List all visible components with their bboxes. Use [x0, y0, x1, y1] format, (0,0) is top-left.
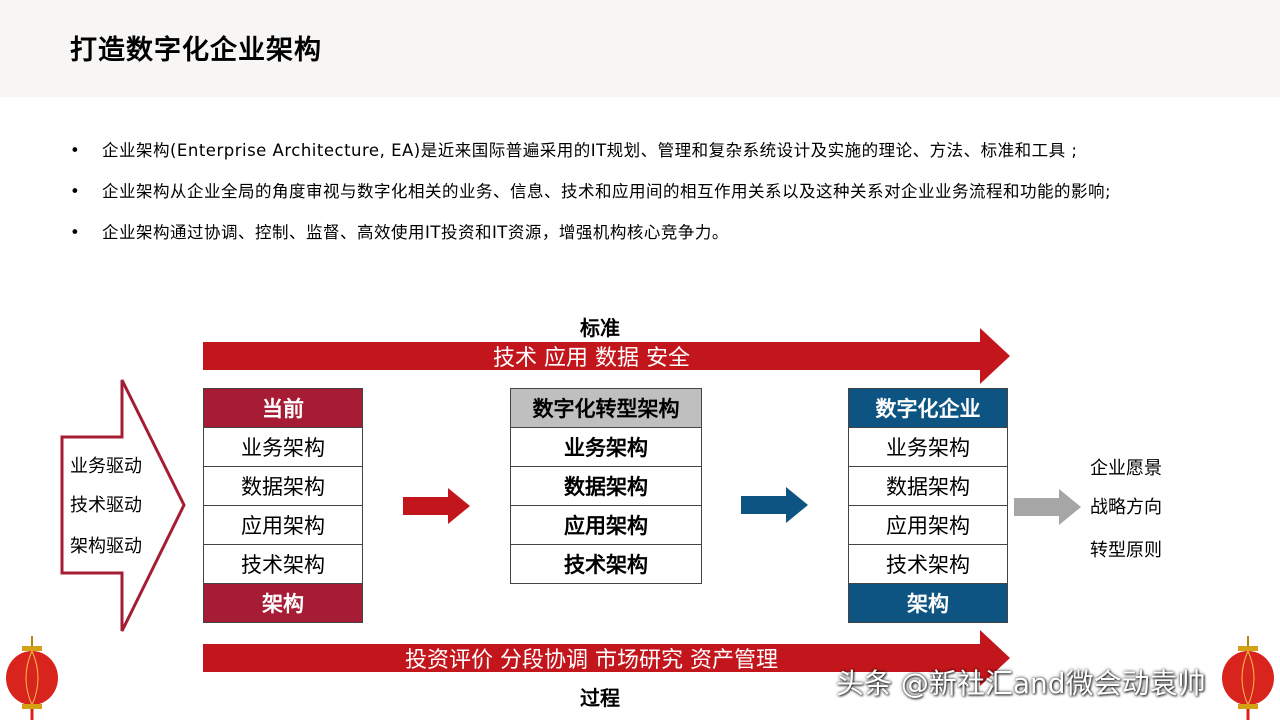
bullet-dot-icon: •	[70, 182, 81, 201]
current-item: 业务架构	[204, 428, 362, 467]
target-header: 数字化企业	[849, 389, 1007, 428]
target-item: 应用架构	[849, 506, 1007, 545]
lantern-icon	[1222, 636, 1274, 720]
lantern-icon	[6, 636, 58, 720]
digital-enterprise-table: 数字化企业 业务架构 数据架构 应用架构 技术架构 架构	[848, 388, 1008, 623]
bullet-item: • 企业架构通过协调、控制、监督、高效使用IT投资和IT资源，增强机构核心竞争力。	[70, 219, 1230, 247]
outcome-strategy: 战略方向	[1090, 497, 1162, 518]
transform-item: 数据架构	[511, 467, 701, 506]
target-item: 数据架构	[849, 467, 1007, 506]
right-arrow-icon	[403, 488, 470, 524]
transformation-architecture-table: 数字化转型架构 业务架构 数据架构 应用架构 技术架构	[510, 388, 702, 584]
outcome-vision: 企业愿景	[1090, 458, 1162, 479]
target-item: 业务架构	[849, 428, 1007, 467]
target-item: 技术架构	[849, 545, 1007, 584]
process-heading: 过程	[580, 686, 620, 710]
current-header: 当前	[204, 389, 362, 428]
current-architecture-table: 当前 业务架构 数据架构 应用架构 技术架构 架构	[203, 388, 363, 623]
standard-arrow-text: 技术 应用 数据 安全	[493, 346, 690, 371]
drivers-chevron-icon	[60, 379, 186, 632]
current-item: 技术架构	[204, 545, 362, 584]
standard-heading: 标准	[580, 316, 620, 340]
transform-header: 数字化转型架构	[511, 389, 701, 428]
bullet-list: • 企业架构(Enterprise Architecture, EA)是近来国际普…	[70, 137, 1230, 260]
page-title: 打造数字化企业架构	[70, 35, 322, 66]
current-item: 数据架构	[204, 467, 362, 506]
bullet-dot-icon: •	[70, 141, 81, 160]
process-arrow-text: 投资评价 分段协调 市场研究 资产管理	[405, 648, 778, 673]
transform-item: 应用架构	[511, 506, 701, 545]
bullet-text: 企业架构(Enterprise Architecture, EA)是近来国际普遍…	[102, 141, 1078, 160]
driver-architecture: 架构驱动	[70, 536, 142, 557]
bullet-item: • 企业架构从企业全局的角度审视与数字化相关的业务、信息、技术和应用间的相互作用关…	[70, 178, 1230, 206]
driver-technology: 技术驱动	[70, 495, 142, 516]
target-footer: 架构	[849, 584, 1007, 622]
process-arrow-icon	[203, 630, 1010, 686]
current-footer: 架构	[204, 584, 362, 622]
current-item: 应用架构	[204, 506, 362, 545]
driver-business: 业务驱动	[70, 456, 142, 477]
transform-item: 技术架构	[564, 553, 648, 577]
right-arrow-icon	[1014, 489, 1081, 525]
bullet-text: 企业架构从企业全局的角度审视与数字化相关的业务、信息、技术和应用间的相互作用关系…	[102, 182, 1112, 201]
bullet-item: • 企业架构(Enterprise Architecture, EA)是近来国际普…	[70, 137, 1230, 165]
right-arrow-icon	[741, 487, 808, 523]
title-bar	[0, 0, 1280, 97]
transform-item: 业务架构	[511, 428, 701, 467]
standard-arrow-icon	[203, 328, 1010, 384]
bullet-dot-icon: •	[70, 223, 81, 242]
bullet-text: 企业架构通过协调、控制、监督、高效使用IT投资和IT资源，增强机构核心竞争力。	[102, 223, 729, 242]
watermark: 头条 @新社汇and微会动袁帅	[836, 667, 1206, 700]
outcome-principles: 转型原则	[1090, 540, 1162, 561]
